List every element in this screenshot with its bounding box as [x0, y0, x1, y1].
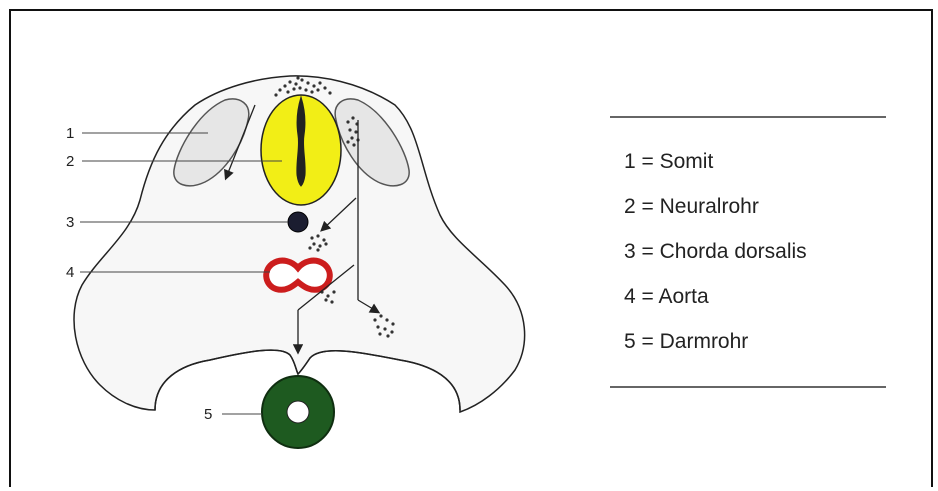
marker-4: 4 [66, 264, 74, 281]
marker-3: 3 [66, 214, 74, 231]
marker-1: 1 [66, 125, 74, 142]
chorda-dorsalis [288, 212, 308, 232]
neural-canal [297, 97, 305, 186]
legend-item-chorda-dorsalis: 3 = Chorda dorsalis [624, 238, 807, 283]
legend-list: 1 = Somit 2 = Neuralrohr 3 = Chorda dors… [624, 148, 807, 373]
legend-rule-top [610, 116, 886, 118]
marker-5: 5 [204, 406, 212, 423]
marker-2: 2 [66, 153, 74, 170]
legend: 1 = Somit 2 = Neuralrohr 3 = Chorda dors… [610, 116, 886, 388]
legend-item-darmrohr: 5 = Darmrohr [624, 328, 807, 373]
legend-item-aorta: 4 = Aorta [624, 283, 807, 328]
gut-lumen [287, 401, 309, 423]
legend-rule-bottom [610, 386, 886, 388]
aorta [266, 261, 330, 290]
legend-item-somit: 1 = Somit [624, 148, 807, 193]
legend-item-neuralrohr: 2 = Neuralrohr [624, 193, 807, 238]
